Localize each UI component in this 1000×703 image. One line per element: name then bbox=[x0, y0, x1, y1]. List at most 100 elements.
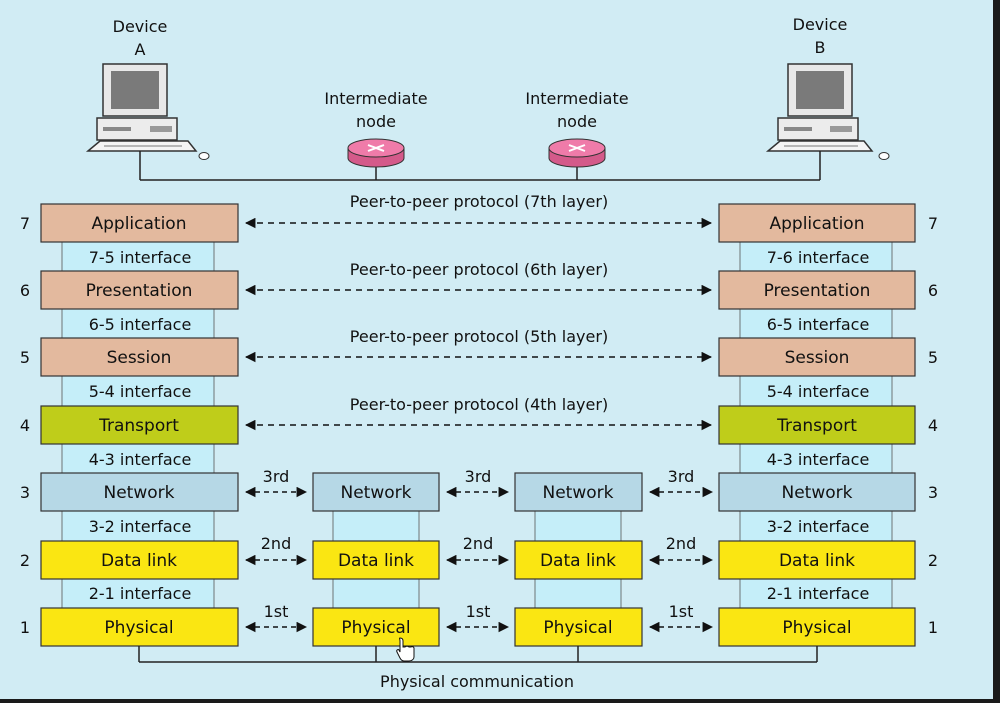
interface-strip bbox=[739, 575, 893, 611]
interface-label-a-5-4: 5-4 interface bbox=[89, 382, 192, 401]
layer-label: Application bbox=[92, 214, 187, 234]
peer-protocol-label-5: Peer-to-peer protocol (5th layer) bbox=[350, 327, 608, 346]
intermediate-node-2: Intermediate node bbox=[525, 89, 629, 180]
presentation-layer-box bbox=[40, 270, 239, 310]
interface-strip bbox=[61, 508, 215, 544]
node-interface-strip bbox=[534, 508, 622, 544]
interface-label-b-4-3: 4-3 interface bbox=[767, 450, 870, 469]
layer-label: Application bbox=[770, 214, 865, 234]
hop-label-1st: 1st bbox=[264, 602, 289, 621]
layer-stack-node-2: Network Data link Physical bbox=[514, 472, 643, 647]
interface-strip bbox=[739, 441, 893, 477]
peer-protocol-label-7: Peer-to-peer protocol (7th layer) bbox=[350, 192, 608, 211]
interface-strip bbox=[61, 373, 215, 409]
interface-strip bbox=[739, 239, 893, 275]
device-a-letter: A bbox=[135, 40, 146, 59]
layer-number: 3 bbox=[928, 483, 938, 502]
intermediate-node-2-subtitle: node bbox=[557, 112, 597, 131]
layer-number: 1 bbox=[20, 618, 30, 637]
physical-layer-box bbox=[312, 607, 440, 647]
interface-label-b-7-6: 7-6 interface bbox=[767, 248, 870, 267]
interface-strip bbox=[739, 306, 893, 342]
interface-strip bbox=[61, 441, 215, 477]
interface-label-a-7-5: 7-5 interface bbox=[89, 248, 192, 267]
node-interface-strip bbox=[332, 575, 420, 611]
network-layer-box bbox=[40, 472, 239, 512]
layer-number: 2 bbox=[20, 551, 30, 570]
interface-strip bbox=[739, 508, 893, 544]
layer-stack-device-a: Application Presentation Session Transpo… bbox=[40, 203, 239, 647]
transport-layer-box bbox=[40, 405, 239, 445]
network-layer-box bbox=[514, 472, 643, 512]
layer-number: 4 bbox=[20, 416, 30, 435]
router-icon bbox=[347, 138, 405, 180]
interface-strip bbox=[739, 373, 893, 409]
data-link-layer-box bbox=[514, 540, 643, 580]
interface-strip bbox=[61, 239, 215, 275]
layer-number: 1 bbox=[928, 618, 938, 637]
layer-number: 6 bbox=[928, 281, 938, 300]
presentation-layer-box bbox=[718, 270, 916, 310]
layer-number: 7 bbox=[20, 214, 30, 233]
hop-label-3rd: 3rd bbox=[465, 467, 492, 486]
layer-number: 4 bbox=[928, 416, 938, 435]
layer-label: Transport bbox=[776, 416, 857, 436]
hand-cursor-icon bbox=[396, 637, 415, 662]
peer-protocol-label-4: Peer-to-peer protocol (4th layer) bbox=[350, 395, 608, 414]
layer-numbers-left: 7 6 5 4 3 2 1 bbox=[20, 214, 30, 637]
layer-label: Data link bbox=[540, 551, 616, 571]
layer-label: Presentation bbox=[86, 281, 193, 301]
interface-label-b-6-5: 6-5 interface bbox=[767, 315, 870, 334]
hop-label-1st: 1st bbox=[466, 602, 491, 621]
layer-number: 5 bbox=[928, 348, 938, 367]
hop-label-1st: 1st bbox=[669, 602, 694, 621]
layer-label: Physical bbox=[104, 618, 173, 638]
intermediate-node-1-subtitle: node bbox=[356, 112, 396, 131]
layer-label: Data link bbox=[338, 551, 414, 571]
peer-protocols: Peer-to-peer protocol (7th layer) Peer-t… bbox=[244, 192, 713, 431]
layer-label: Presentation bbox=[764, 281, 871, 301]
device-b-letter: B bbox=[815, 38, 826, 57]
layer-number: 2 bbox=[928, 551, 938, 570]
layer-stack-node-1: Network Data link Physical bbox=[312, 472, 440, 647]
device-a: Device A bbox=[85, 17, 210, 160]
interface-label-a-4-3: 4-3 interface bbox=[89, 450, 192, 469]
interface-label-a-2-1: 2-1 interface bbox=[89, 584, 192, 603]
session-layer-box bbox=[40, 337, 239, 377]
layer-label: Data link bbox=[779, 551, 855, 571]
device-b-title: Device bbox=[793, 15, 848, 34]
physical-layer-box bbox=[514, 607, 643, 647]
network-layer-box bbox=[718, 472, 916, 512]
layer-numbers-right: 7 6 5 4 3 2 1 bbox=[928, 214, 938, 637]
network-layer-box bbox=[312, 472, 440, 512]
hop-label-3rd: 3rd bbox=[668, 467, 695, 486]
application-layer-box bbox=[718, 203, 916, 243]
data-link-layer-box bbox=[718, 540, 916, 580]
layer-number: 7 bbox=[928, 214, 938, 233]
layer-label: Session bbox=[785, 348, 850, 368]
intermediate-node-1-title: Intermediate bbox=[324, 89, 427, 108]
interface-label-b-5-4: 5-4 interface bbox=[767, 382, 870, 401]
interface-label-b-2-1: 2-1 interface bbox=[767, 584, 870, 603]
computer-icon bbox=[85, 63, 210, 160]
layer-number: 6 bbox=[20, 281, 30, 300]
data-link-layer-box bbox=[312, 540, 440, 580]
intermediate-node-2-title: Intermediate bbox=[525, 89, 628, 108]
device-a-title: Device bbox=[113, 17, 168, 36]
node-interface-strip bbox=[332, 508, 420, 544]
layer-label: Transport bbox=[98, 416, 179, 436]
application-layer-box bbox=[40, 203, 239, 243]
interface-strip bbox=[61, 306, 215, 342]
transport-layer-box bbox=[718, 405, 916, 445]
node-interface-strip bbox=[534, 575, 622, 611]
layer-number: 5 bbox=[20, 348, 30, 367]
hop-label-2nd: 2nd bbox=[261, 534, 291, 553]
computer-icon bbox=[765, 63, 890, 160]
layer-label: Physical bbox=[341, 618, 410, 638]
interface-label-a-6-5: 6-5 interface bbox=[89, 315, 192, 334]
hop-protocols: 3rd 3rd 3rd 2nd 2nd 2nd 1st 1st 1st bbox=[244, 467, 714, 633]
session-layer-box bbox=[718, 337, 916, 377]
router-icon bbox=[548, 138, 606, 180]
physical-medium: Physical communication bbox=[138, 646, 818, 691]
interface-label-a-3-2: 3-2 interface bbox=[89, 517, 192, 536]
